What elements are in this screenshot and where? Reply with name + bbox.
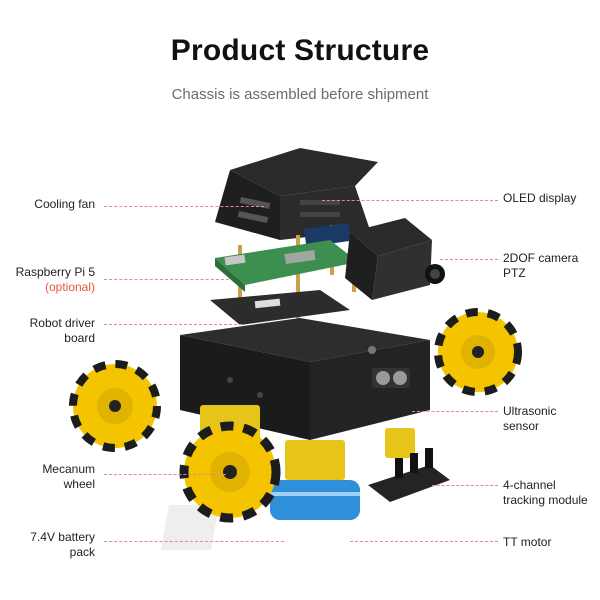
camera-ptz [345,218,445,300]
mecanum-wheel-left-bottom [179,421,281,523]
label-raspberry-pi-name: Raspberry Pi 5 [15,265,95,279]
label-cooling-fan: Cooling fan [34,197,95,211]
battery-pack [161,480,360,550]
leader-line-tt-motor [350,541,498,542]
label-raspberry-pi-optional: (optional) [44,280,95,294]
page-title: Product Structure [170,34,430,67]
label-tracking-module: 4-channel tracking module [503,478,588,507]
driver-board [210,290,350,325]
label-raspberry-pi: Raspberry Pi 5 (optional) [16,265,95,295]
leader-line-oled [322,200,498,201]
top-bracket-plate [215,148,378,240]
label-battery-pack: 7.4V battery pack [30,530,95,559]
leader-line-cooling-fan [104,206,264,207]
page-subtitle: Chassis is assembled before shipment [171,86,429,103]
label-camera-ptz: 2DOF camera PTZ [503,251,579,280]
label-ultrasonic-sensor: Ultrasonic sensor [503,404,557,433]
leader-line-battery [104,541,284,542]
leader-line-tracking [432,485,498,486]
tracking-module [368,448,450,502]
leader-line-ultrasonic [412,411,498,412]
mecanum-wheel-left-top [69,360,161,452]
raspberry-pi-board [215,240,358,292]
label-mecanum-wheel: Mecanum wheel [42,462,95,491]
leader-line-raspberry-pi [104,279,229,280]
leader-line-driver-board [104,324,242,325]
label-driver-board: Robot driver board [29,316,95,345]
ultrasonic-sensor [372,368,410,388]
label-tt-motor: TT motor [503,535,552,549]
label-oled-display: OLED display [503,191,577,205]
mecanum-wheel-right-top [434,308,522,396]
leader-line-camera [440,259,498,260]
oled-board [303,222,352,247]
leader-line-mecanum-wheel [104,474,226,475]
